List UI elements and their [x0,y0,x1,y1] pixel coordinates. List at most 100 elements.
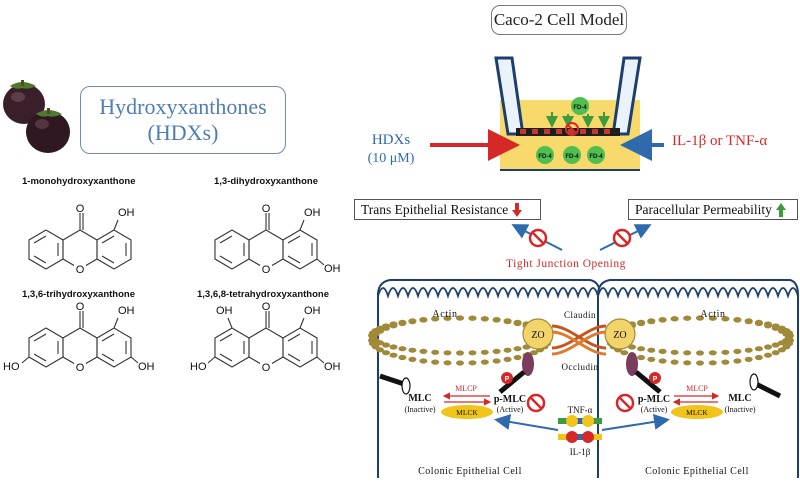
mol3-oh-3: OH [138,361,155,373]
actin-bead [382,325,390,331]
actin-bead [456,360,464,366]
zo-protein-right [604,318,636,350]
actin-bead [382,342,390,348]
actin-bead [456,350,464,356]
actin-bead [696,360,704,366]
molecule-name-4: 1,3,6,8-tetrahydroxyxanthone [197,289,329,300]
actin-bead [744,319,753,325]
actin-bead [431,359,440,365]
phospho-label-right: P [653,376,658,383]
actin-bead [658,348,667,354]
cell-label-left: Colonic Epithelial Cell [418,466,522,477]
molecule-structure-3 [21,311,139,368]
zo-protein-left [522,318,554,350]
actin-bead [503,347,512,353]
cell-label-right: Colonic Epithelial Cell [645,466,749,477]
molecule-name-2: 1,3-dihydroxyxanthone [214,176,318,187]
actin-bead [513,320,522,327]
actin-bead [670,359,679,365]
mol2-oh-3: OH [324,263,341,275]
actin-bead [492,348,501,354]
actin-bead [419,358,428,364]
actin-bead [408,356,417,362]
mol2-ring-oxygen: O [262,264,271,276]
no-sign-icon-perm [612,228,632,248]
actin-bead [530,350,538,356]
mlc-inactive-right: (Inactive) [724,405,755,414]
occludin-label: Occludin [562,362,599,372]
ter-label: Trans Epithelial Resistance [361,201,509,217]
zo-label-left: ZO [531,330,544,341]
up-arrow-icon [775,202,786,217]
actin-bead [696,350,704,356]
mlck-enzyme-left [441,405,493,419]
actin-bead [468,350,477,356]
actin-bead [480,316,489,322]
actin-bead [733,348,742,354]
actin-bead [492,317,501,323]
actin-bead [398,354,407,361]
actin-bead [658,358,667,364]
mol1-carbonyl-oxygen: O [76,203,85,215]
no-sign-icon-mlck-right [615,393,635,413]
fd4-label-top: FD-4 [573,105,587,111]
mol1-ring-oxygen: O [76,264,85,276]
actin-bead [708,350,717,356]
claudin-occludin-strands [551,324,607,356]
il1b-label: IL-1β [570,447,591,457]
phospho-label-left: P [505,376,510,383]
mlcp-label-right: MLCP [686,384,708,393]
mol4-oh-1: OH [304,305,321,317]
actin-bead [398,320,407,327]
actin-bead [708,360,717,366]
actin-bead [754,320,763,327]
signal-arrow-right [601,413,670,431]
actin-bead [771,325,780,331]
mlck-label-left: MLCK [456,408,478,417]
molecule-structure-4 [207,311,325,368]
actin-bead [389,352,398,358]
actin-bead [480,349,489,355]
actin-bead [419,317,428,323]
down-arrow-icon [512,202,523,217]
mol3-ho-6: HO [3,361,20,373]
right-epithelial-cell [597,279,799,478]
actin-bead [647,319,656,325]
actin-bead [468,315,477,321]
actin-bead [764,323,772,329]
actin-bead [764,352,772,358]
actin-bead [637,320,646,327]
actin-bead [764,344,772,350]
actin-bead [503,356,512,362]
pmlc-label-right: p-MLC [638,394,670,405]
actin-bead [696,315,704,321]
actin-bead [637,346,646,352]
mlc-label-left: MLC [408,393,431,404]
actin-bead [721,316,730,322]
mol2-oh-1: OH [304,207,321,219]
actin-bead [733,317,742,323]
actin-bead [647,347,656,353]
molecule-structure-1 [28,213,132,270]
actin-bead [443,315,452,321]
ter-readout: Trans Epithelial Resistance [354,199,541,220]
hdx-label: HDXs [372,132,410,148]
actin-label-left: Actin [432,309,457,320]
actin-bead [647,356,656,362]
left-myosin-complex [379,352,534,395]
actin-bead [754,346,763,352]
hdx-dose: (10 μM) [368,151,415,166]
actin-bead [683,315,692,321]
actin-bead [708,315,717,321]
molecule-name-3: 1,3,6-trihydroxyxanthone [22,289,135,300]
actin-bead [721,349,730,355]
perm-label: Paracellular Permeability [635,201,772,217]
perm-readout: Paracellular Permeability [628,199,798,220]
actin-bead [744,347,753,353]
actin-bead [513,354,522,361]
molecule-structure-2 [214,213,325,270]
actin-bead [431,349,440,355]
mol4-carbonyl-oxygen: O [262,301,271,313]
mol2-carbonyl-oxygen: O [262,203,271,215]
mol1-oh: OH [118,207,135,219]
